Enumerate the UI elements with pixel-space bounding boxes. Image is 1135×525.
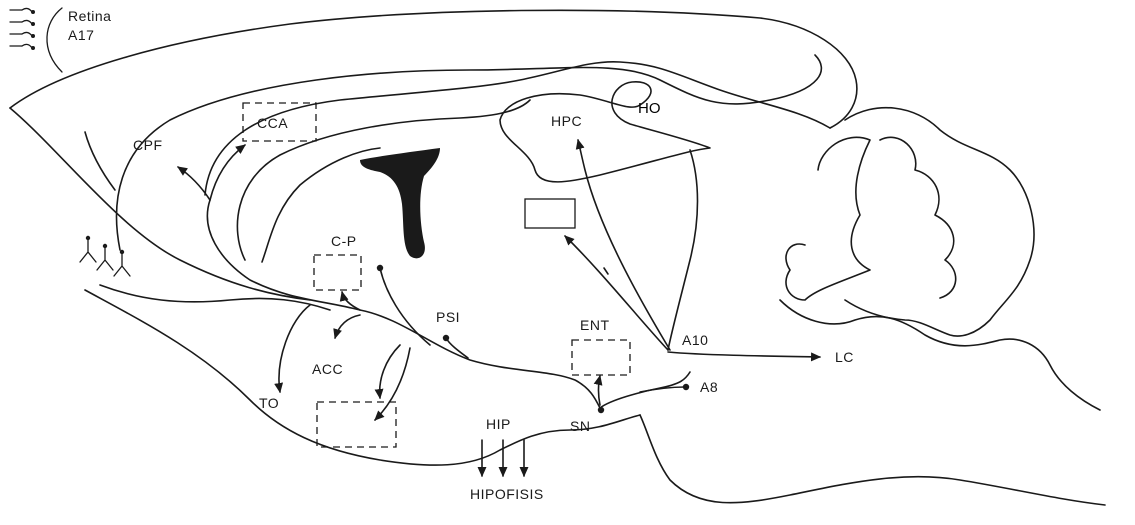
label-hpc: HPC xyxy=(551,113,582,129)
label-a8: A8 xyxy=(700,379,718,395)
acc-arrow xyxy=(335,315,360,338)
sn-ent-arrow xyxy=(599,376,601,405)
a10-lc-arrow xyxy=(668,352,820,357)
label-psi: PSI xyxy=(436,309,460,325)
box-solid xyxy=(525,199,575,228)
label-cca: CCA xyxy=(257,115,288,131)
hippocampus-outline xyxy=(500,82,710,182)
label-sn: SN xyxy=(570,418,590,434)
cerebellum-outline xyxy=(845,108,1034,336)
box-ent xyxy=(572,340,630,375)
small-tick xyxy=(604,268,608,274)
cortex-inner-line xyxy=(117,55,822,250)
label-retina: Retina xyxy=(68,8,111,24)
a8-dot xyxy=(683,384,689,390)
cca-arrow xyxy=(210,145,245,200)
callosal-arc xyxy=(205,62,830,195)
cp-line xyxy=(380,268,430,345)
olfactory-upper xyxy=(85,132,115,190)
sn-dot xyxy=(598,407,604,413)
label-a17: A17 xyxy=(68,27,94,43)
ventral-outline xyxy=(85,290,640,465)
a8-line xyxy=(640,387,685,392)
label-acc: ACC xyxy=(312,361,343,377)
label-cpf: CPF xyxy=(133,137,163,153)
cerebellum-folia-1 xyxy=(880,137,956,298)
label-a10: A10 xyxy=(682,332,708,348)
box-cp xyxy=(314,255,361,290)
label-to: TO xyxy=(259,395,279,411)
label-hip: HIP xyxy=(486,416,511,432)
label-hipofisis: HIPOFISIS xyxy=(470,486,544,502)
label-cp: C-P xyxy=(331,233,357,249)
cerebellum-folia-2 xyxy=(786,137,870,300)
brainstem-outline xyxy=(640,415,1105,505)
label-ent: ENT xyxy=(580,317,610,333)
to-arrow xyxy=(279,305,310,392)
brain-outline-top xyxy=(10,10,857,128)
label-ho: HO xyxy=(638,100,661,117)
a10-branch xyxy=(668,150,698,350)
lateral-ventricle xyxy=(360,148,440,258)
retina-icon xyxy=(10,8,62,72)
label-lc: LC xyxy=(835,349,854,365)
cerebellum-ventral xyxy=(780,300,1100,410)
receptor-glyphs xyxy=(80,236,130,276)
pathway-to-a10 xyxy=(600,372,690,408)
